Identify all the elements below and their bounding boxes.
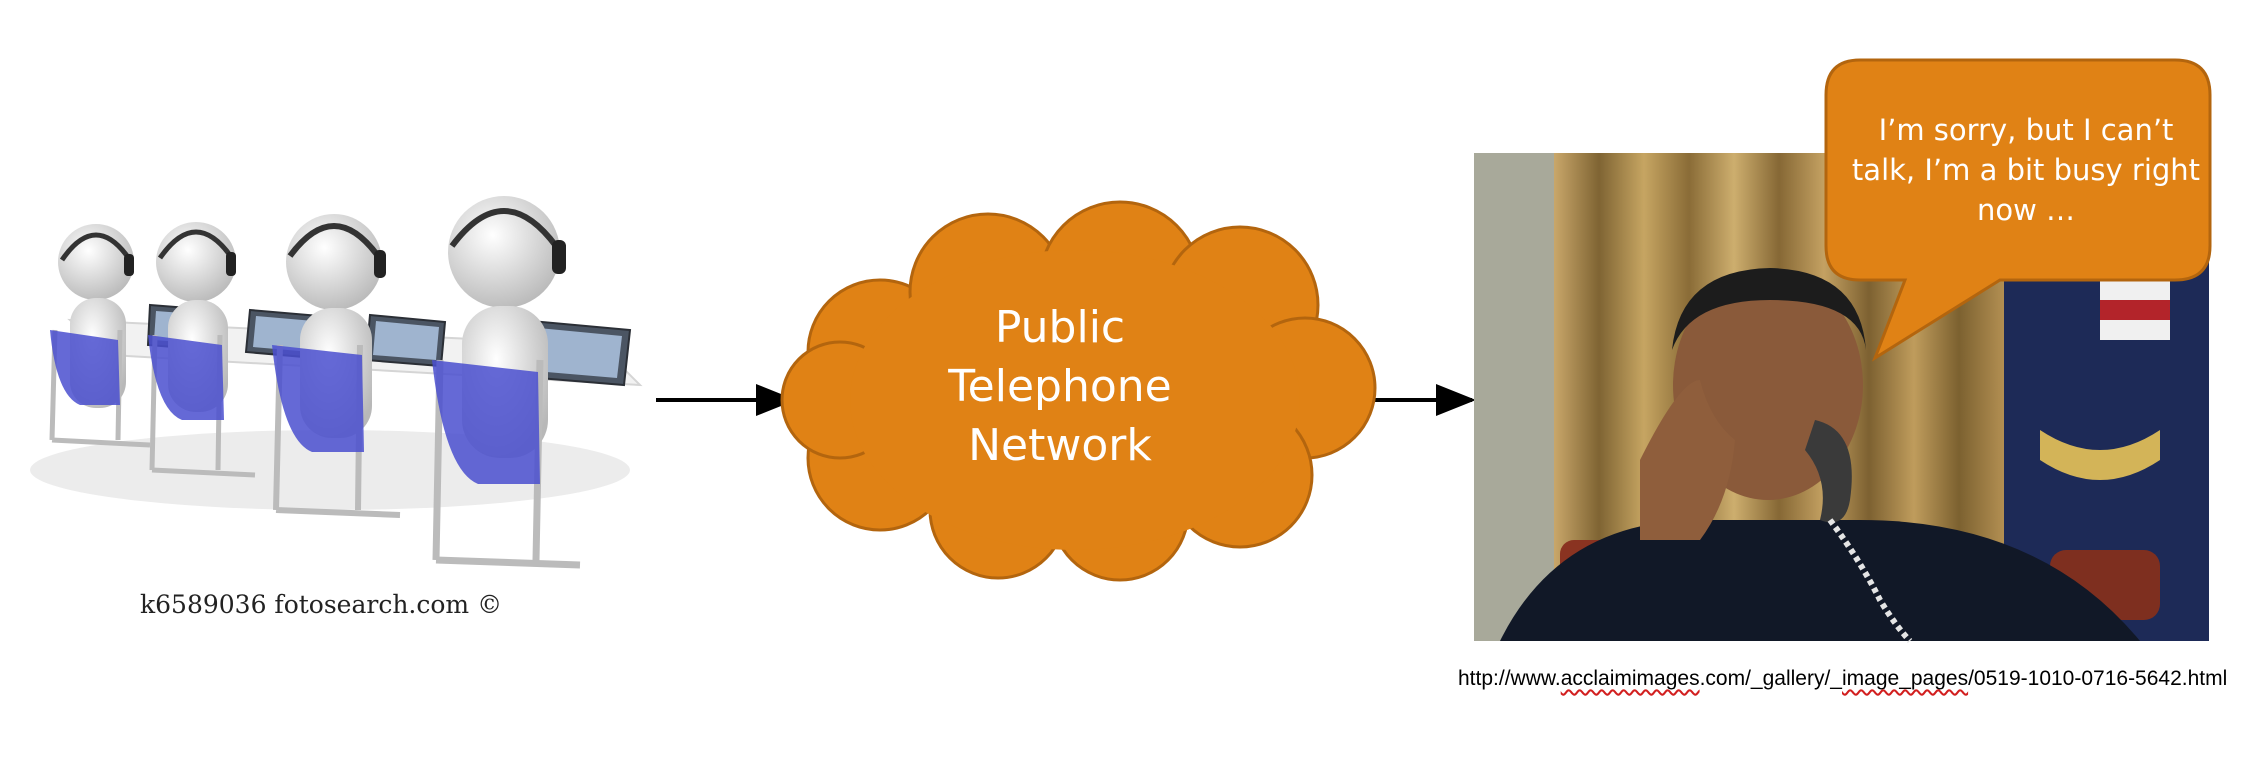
credit-squiggle-1: acclaimimages	[1560, 667, 1700, 690]
speech-bubble	[1824, 58, 2212, 362]
call-center-illustration	[30, 196, 643, 569]
speech-line2: talk, I’m a bit busy right	[1851, 153, 2201, 187]
figure-2	[148, 222, 256, 478]
network-label-line3: Network	[968, 420, 1152, 471]
network-label: Public Telephone Network	[870, 298, 1250, 475]
public-telephone-network-cloud	[780, 200, 1377, 582]
credit-suffix: /0519-1010-0716-5642.html	[1968, 667, 2228, 690]
left-image-credit: k6589036 fotosearch.com ©	[140, 590, 503, 619]
credit-mid: .com/_gallery/_	[1699, 667, 1842, 690]
credit-prefix: http://www.	[1458, 667, 1561, 690]
network-label-line2: Telephone	[948, 361, 1172, 412]
speech-line3: now …	[1976, 193, 2076, 227]
figure-3	[272, 214, 401, 518]
phone-call-photo	[1474, 153, 2209, 644]
network-label-line1: Public	[994, 302, 1126, 353]
figure-1	[49, 224, 151, 448]
credit-squiggle-2: image_pages	[1842, 667, 1969, 690]
speech-bubble-text: I’m sorry, but I can’t talk, I’m a bit b…	[1846, 110, 2206, 230]
right-image-credit: http://www.acclaimimages.com/_gallery/_i…	[1458, 667, 2248, 691]
speech-line1: I’m sorry, but I can’t	[1878, 113, 2174, 147]
figure-4	[432, 196, 581, 569]
